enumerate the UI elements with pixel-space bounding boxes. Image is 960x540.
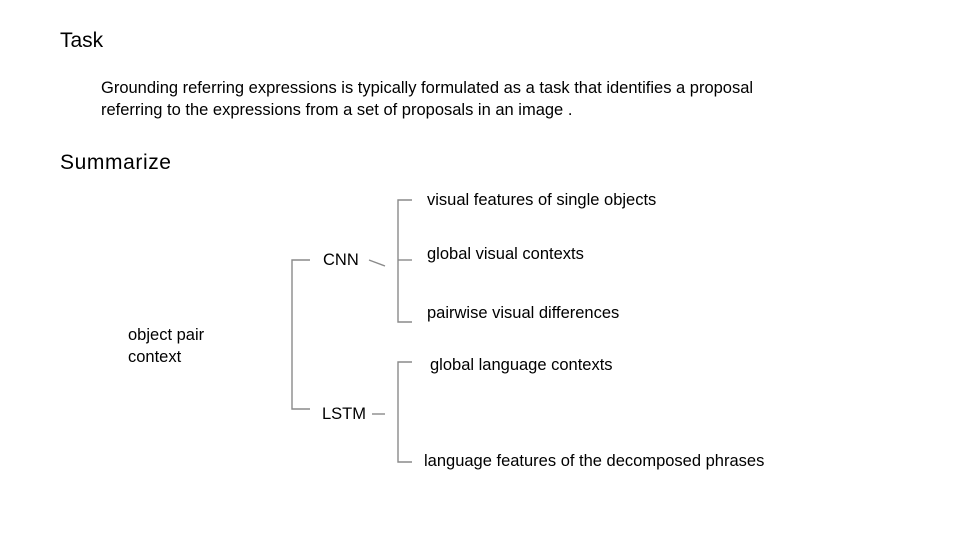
task-description-line-1: Grounding referring expressions is typic… — [101, 79, 754, 97]
root-bracket — [291, 259, 310, 410]
leaf-global-visual-contexts: global visual contexts — [427, 245, 584, 263]
task-heading: Task — [60, 29, 104, 52]
lstm-node: LSTM — [322, 405, 367, 423]
root-node-line-2: context — [128, 348, 182, 366]
leaf-global-language-contexts: global language contexts — [430, 356, 613, 374]
root-node-line-1: object pair — [128, 326, 205, 344]
leaf-pairwise-visual-differences: pairwise visual differences — [427, 304, 620, 322]
cnn-bracket — [397, 199, 412, 323]
summarize-heading: Summarize — [60, 151, 172, 174]
cnn-node: CNN — [323, 251, 359, 269]
cnn-connector — [368, 259, 386, 267]
lstm-bracket — [397, 361, 412, 463]
task-description-line-2: referring to the expressions from a set … — [101, 101, 573, 119]
task-description: Grounding referring expressions is typic… — [101, 77, 753, 121]
root-node-object-pair-context: object pair context — [128, 324, 204, 368]
leaf-visual-features-single-objects: visual features of single objects — [427, 191, 657, 209]
leaf-language-features-decomposed-phrases: language features of the decomposed phra… — [424, 452, 765, 470]
